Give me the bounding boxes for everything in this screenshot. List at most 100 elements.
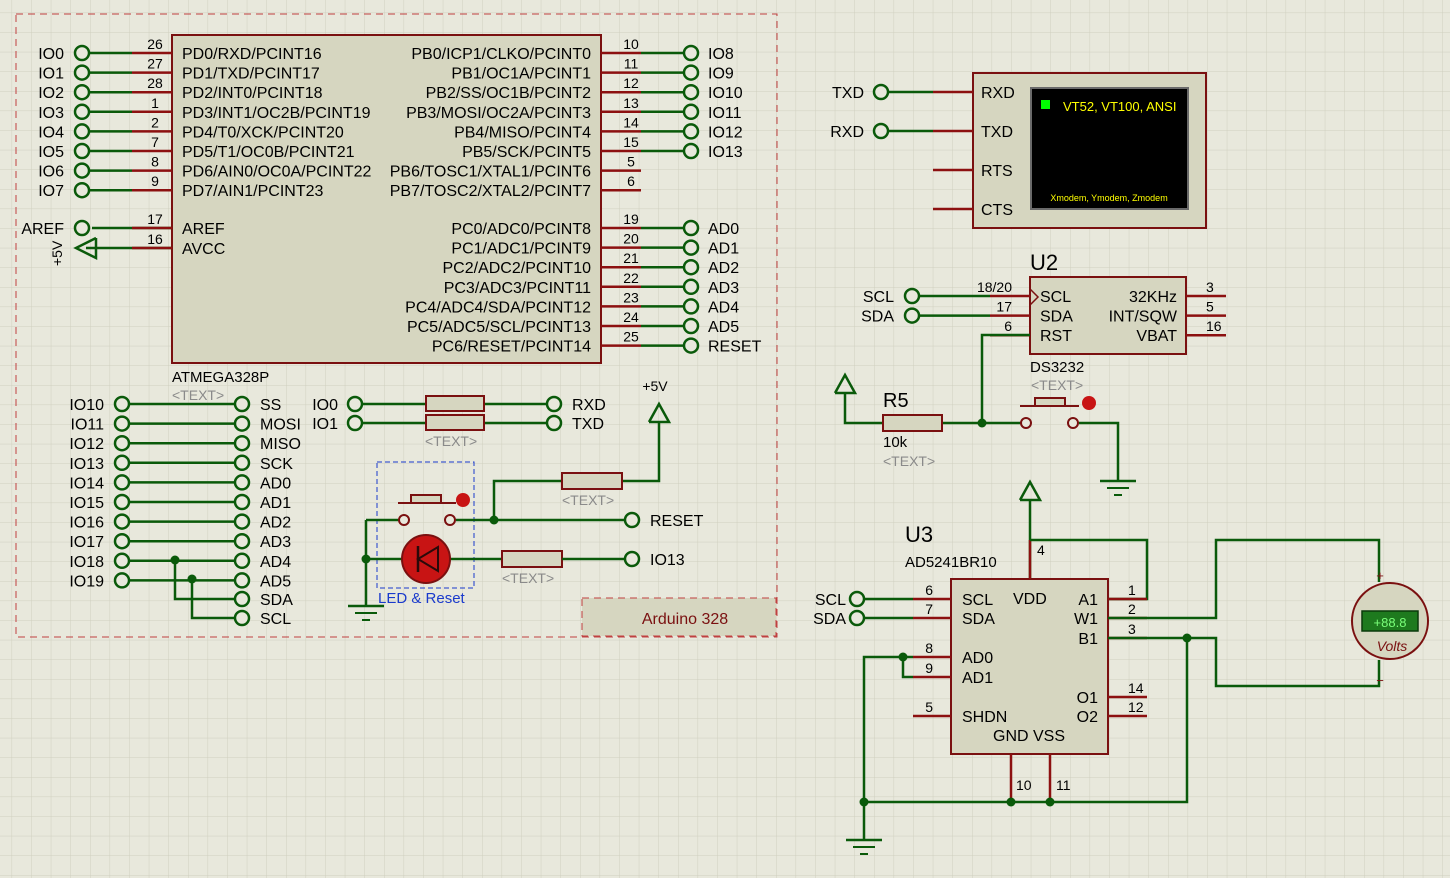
net-terminal[interactable]	[682, 219, 700, 237]
net-terminal[interactable]	[872, 83, 890, 101]
ds3232-chip[interactable]	[1029, 276, 1187, 355]
net-terminal[interactable]	[682, 298, 700, 315]
net-terminal[interactable]	[113, 454, 131, 472]
net-terminal[interactable]	[682, 258, 700, 276]
net-terminal[interactable]	[848, 609, 866, 627]
net-terminal[interactable]	[233, 395, 251, 413]
aref-pin[interactable]: AREF 17 AREF	[21, 211, 225, 238]
pullup-resistor[interactable]	[561, 472, 623, 490]
net-terminal[interactable]	[113, 415, 131, 432]
net-terminal[interactable]	[233, 513, 251, 530]
net-terminal[interactable]	[682, 239, 700, 256]
net-terminal[interactable]	[113, 395, 131, 413]
net-terminal[interactable]	[848, 590, 866, 608]
scl-terminal[interactable]	[233, 609, 251, 627]
reset-circuit[interactable]: +5V <TEXT> RESET LED & Reset <TEXT> IO13	[348, 378, 704, 621]
net-terminal[interactable]	[233, 434, 251, 452]
u3-pin-a1[interactable]: 1A1	[1078, 582, 1147, 609]
voltmeter[interactable]: +88.8 Volts + −	[1351, 568, 1429, 688]
net-terminal[interactable]	[682, 142, 700, 160]
terminal-pin-rts[interactable]: RTS	[933, 163, 1013, 180]
rtc-reset-network[interactable]: R5 10k <TEXT>	[833, 333, 1136, 496]
net-terminal[interactable]	[113, 474, 131, 491]
net-terminal[interactable]	[903, 307, 921, 324]
net-terminal[interactable]	[682, 103, 700, 121]
net-terminal[interactable]	[113, 532, 131, 550]
serial-resistor-rxd[interactable]: IO0 RXD	[312, 395, 606, 414]
subcircuit-label-box[interactable]: Arduino 328	[581, 597, 777, 637]
net-terminal[interactable]	[682, 278, 700, 296]
net-terminal[interactable]	[73, 162, 91, 179]
atmega328p-chip[interactable]	[171, 34, 602, 364]
net-terminal[interactable]	[113, 552, 131, 570]
net-terminal[interactable]	[682, 44, 700, 62]
led-resistor[interactable]	[501, 550, 563, 568]
net-terminal[interactable]	[73, 142, 91, 160]
net-terminal[interactable]	[233, 532, 251, 550]
net-terminal[interactable]	[682, 123, 700, 140]
net-terminal[interactable]	[233, 552, 251, 570]
net-terminal[interactable]	[872, 122, 890, 140]
net-terminal[interactable]	[682, 83, 700, 101]
net-terminal[interactable]	[682, 317, 700, 335]
net-terminal[interactable]	[233, 572, 251, 589]
serial-resistor-txd[interactable]: IO1 TXD	[312, 414, 604, 433]
net-terminal[interactable]	[73, 103, 91, 121]
net-terminal[interactable]	[113, 572, 131, 589]
net-terminal[interactable]	[682, 337, 700, 354]
sda-terminal[interactable]	[233, 590, 251, 608]
net-terminal[interactable]	[682, 64, 700, 81]
net-terminal[interactable]	[233, 474, 251, 491]
net-terminal[interactable]	[903, 287, 921, 305]
subcircuit-boundary[interactable]	[15, 13, 778, 638]
reset-button-icon[interactable]	[410, 494, 442, 504]
ad5241-chip[interactable]	[950, 578, 1109, 755]
virtual-terminal[interactable]: VT52, VT100, ANSI Xmodem, Ymodem, Zmodem	[972, 72, 1207, 229]
net-terminal[interactable]	[113, 493, 131, 511]
avcc-pin[interactable]: 16 AVCC +5V	[49, 231, 225, 266]
net-terminal[interactable]	[113, 434, 131, 452]
rtc-reset-button-icon[interactable]	[1034, 397, 1066, 407]
